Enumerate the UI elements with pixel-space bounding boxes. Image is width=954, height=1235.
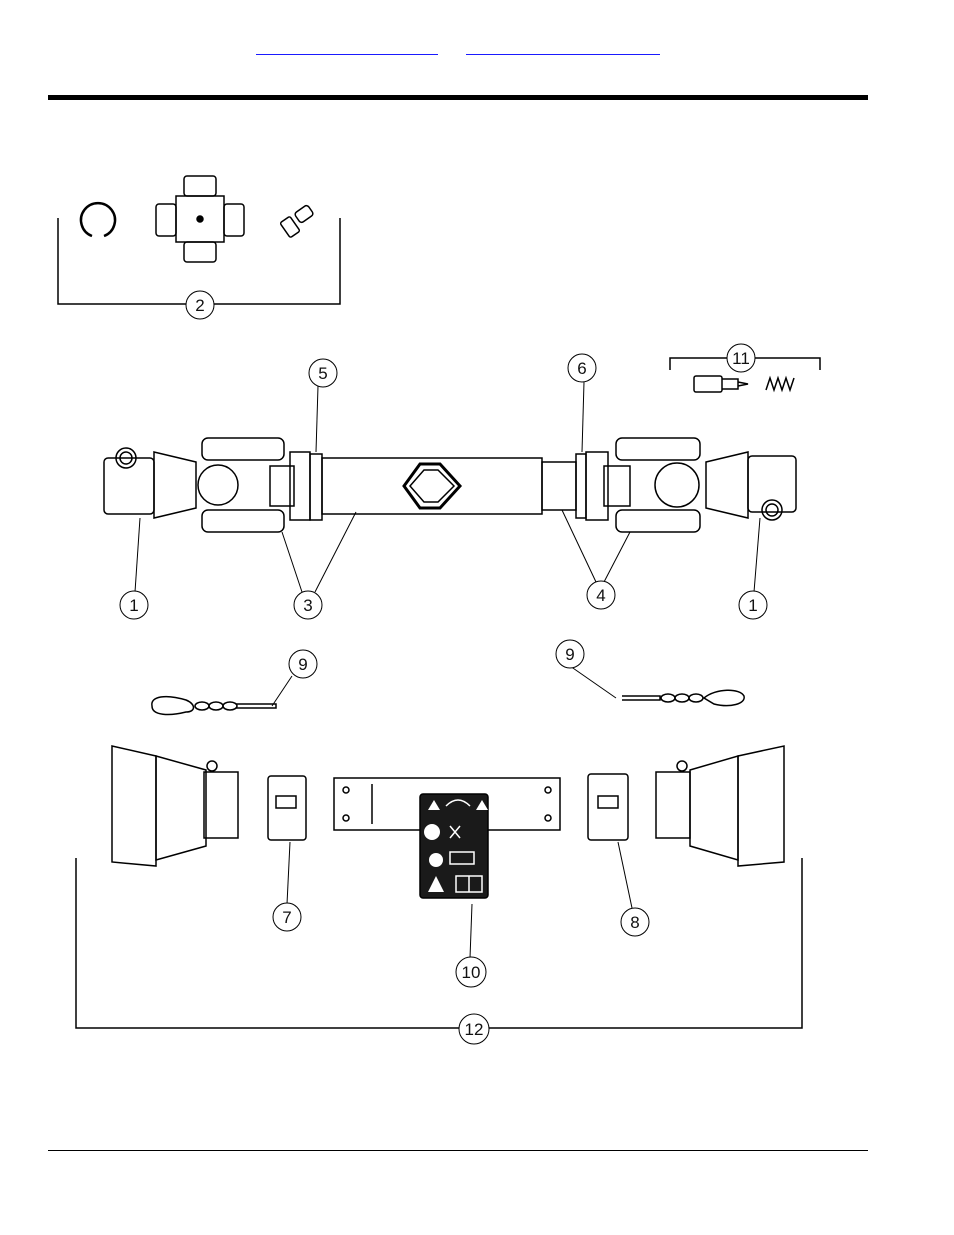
callout-3: 3: [294, 591, 322, 619]
cross-bearing-icon: [156, 176, 244, 262]
spring-icon: [766, 378, 794, 390]
warning-decal: [420, 794, 488, 898]
svg-text:1: 1: [748, 596, 757, 615]
callout-2: 2: [186, 291, 214, 319]
callout-12: 12: [459, 1014, 489, 1044]
svg-text:4: 4: [596, 586, 605, 605]
callout-9-left: 9: [289, 650, 317, 678]
callout-1-right: 1: [739, 591, 767, 619]
svg-text:11: 11: [732, 349, 750, 368]
grease-fitting-icon: [280, 204, 314, 237]
svg-text:1: 1: [129, 596, 138, 615]
driveline-assembly: [104, 438, 796, 532]
svg-text:9: 9: [298, 655, 307, 674]
svg-text:9: 9: [565, 645, 574, 664]
callout-11: 11: [727, 344, 755, 372]
callout-8: 8: [621, 908, 649, 936]
callout-9-right: 9: [556, 640, 584, 668]
svg-text:7: 7: [282, 908, 291, 927]
callout-10: 10: [456, 957, 486, 987]
callout-6: 6: [568, 354, 596, 382]
footer-rule: [48, 1150, 868, 1151]
safety-chain-right: [622, 690, 744, 705]
callout-7: 7: [273, 903, 301, 931]
svg-text:3: 3: [303, 596, 312, 615]
callout-5: 5: [309, 359, 337, 387]
cross-kit-group: [58, 176, 340, 304]
svg-text:5: 5: [318, 364, 327, 383]
svg-text:6: 6: [577, 359, 586, 378]
svg-text:10: 10: [462, 963, 481, 982]
callout-4: 4: [587, 581, 615, 609]
snap-ring-icon: [81, 203, 115, 236]
callout-1-left: 1: [120, 591, 148, 619]
safety-chain-left: [152, 697, 276, 715]
svg-text:12: 12: [465, 1020, 484, 1039]
svg-text:8: 8: [630, 913, 639, 932]
svg-text:2: 2: [195, 296, 204, 315]
